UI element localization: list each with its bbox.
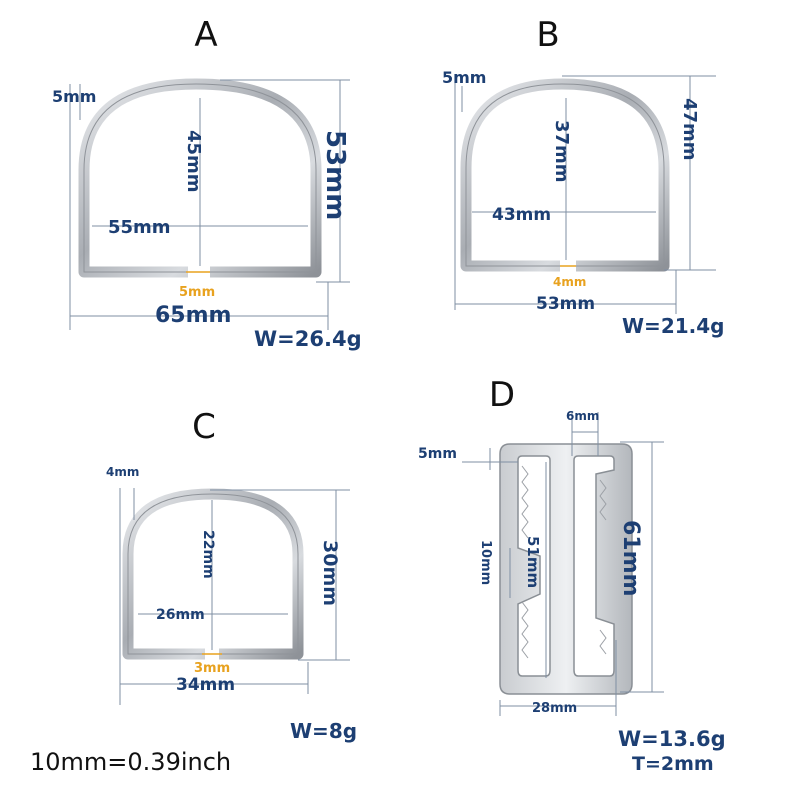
- inner-width-label-c: 26mm: [156, 607, 205, 623]
- slot-width-label-d: 6mm: [566, 409, 599, 423]
- outer-width-label-c: 34mm: [176, 675, 235, 695]
- buckle-plate: [499, 443, 633, 695]
- gap-label-c: 3mm: [194, 661, 230, 676]
- ring-gap-a: [188, 264, 210, 278]
- edge-label-d: 5mm: [418, 446, 457, 462]
- ring-gap-b: [560, 258, 576, 272]
- outer-height-label-d: 61mm: [618, 520, 643, 596]
- inner-height-label-b: 37mm: [551, 120, 572, 183]
- gap-label-d: 10mm: [478, 540, 493, 585]
- panel-c-letter: C: [192, 407, 216, 447]
- panel-c: C 4mm 22mm 30mm 26mm 3mm 34mm W=8g: [106, 407, 357, 743]
- weight-label-b: W=21.4g: [622, 314, 724, 338]
- weight-label-d: W=13.6g: [618, 727, 726, 751]
- thickness-label-b: 5mm: [442, 68, 486, 87]
- outer-height-label-c: 30mm: [319, 540, 341, 606]
- buckle-teeth: [521, 465, 607, 659]
- panel-d-letter: D: [489, 375, 515, 415]
- inner-width-label-b: 43mm: [492, 205, 551, 225]
- outer-height-label-a: 53mm: [320, 130, 350, 220]
- outer-height-label-b: 47mm: [679, 98, 700, 161]
- panel-b-letter: B: [536, 15, 559, 55]
- ring-gap-c: [205, 646, 219, 660]
- gap-label-a: 5mm: [179, 285, 215, 300]
- inner-height-label-a: 45mm: [183, 130, 204, 193]
- thickness-label-c: 4mm: [106, 465, 139, 479]
- unit-conversion-note: 10mm=0.39inch: [30, 748, 231, 776]
- inner-height-label-d: 51mm: [524, 536, 542, 588]
- inner-width-label-a: 55mm: [108, 217, 171, 238]
- panel-a: A 5mm 45mm 53mm 55mm 5mm 65mm W=26.4g: [52, 15, 362, 351]
- thickness-label-a: 5mm: [52, 87, 96, 106]
- thickness-label-d: T=2mm: [632, 753, 714, 775]
- gap-label-b: 4mm: [553, 275, 586, 289]
- panel-a-letter: A: [194, 15, 217, 55]
- outer-width-label-a: 65mm: [155, 303, 231, 328]
- weight-label-a: W=26.4g: [254, 327, 362, 351]
- inner-height-label-c: 22mm: [200, 530, 216, 579]
- width-label-d: 28mm: [532, 701, 577, 716]
- panel-d: D 6mm 5mm 51mm 10mm 61mm 28mm W=13.6g T=…: [418, 375, 726, 775]
- outer-width-label-b: 53mm: [536, 294, 595, 314]
- weight-label-c: W=8g: [290, 719, 357, 743]
- panel-b: B 5mm 37mm 47mm 43mm 4mm 53mm W=21.4g: [442, 15, 724, 338]
